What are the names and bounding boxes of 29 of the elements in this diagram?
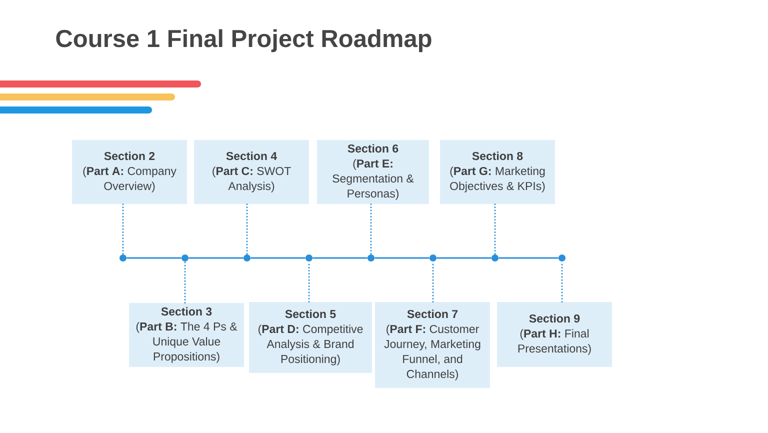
dotted-connector — [184, 260, 186, 304]
timeline-dot — [492, 254, 498, 262]
section-box: Section 6 (Part E: Segmentation & Personas) — [317, 140, 429, 204]
timeline-dot — [120, 254, 126, 262]
section-box: Section 9 (Part H: Final Presentations) — [497, 302, 612, 367]
section-box: Section 7 (Part F: Customer Journey, Marketing Funnel, and Channels) — [375, 302, 490, 388]
timeline-line — [374, 257, 430, 259]
timeline-line — [250, 257, 306, 259]
timeline-dot — [182, 254, 188, 262]
section-box: Section 3 (Part B: The 4 Ps & Unique Value Propositions) — [129, 303, 244, 367]
timeline-line — [312, 257, 368, 259]
dotted-connector — [370, 203, 372, 256]
timeline-line — [188, 257, 244, 259]
timeline-dot — [368, 254, 374, 262]
timeline-line — [498, 257, 558, 259]
timeline-dot — [244, 254, 250, 262]
section-box: Section 8 (Part G: Marketing Objectives & KPIs) — [440, 140, 555, 204]
title: Course 1 Final Project Roadmap — [56, 29, 432, 52]
timeline-dot — [306, 254, 312, 262]
section-box: Section 2 (Part A: Company Overview) — [72, 140, 187, 204]
timeline-dot — [558, 254, 566, 262]
timeline-line — [126, 257, 182, 259]
dotted-connector — [246, 203, 248, 256]
section-box: Section 5 (Part D: Competitive Analysis & Brand Positioning) — [249, 302, 372, 373]
timeline-dot — [430, 254, 436, 262]
dotted-connector — [494, 203, 496, 256]
section-box: Section 4 (Part C: SWOT Analysis) — [194, 140, 309, 204]
timeline-line — [436, 257, 492, 259]
dotted-connector — [122, 203, 124, 256]
